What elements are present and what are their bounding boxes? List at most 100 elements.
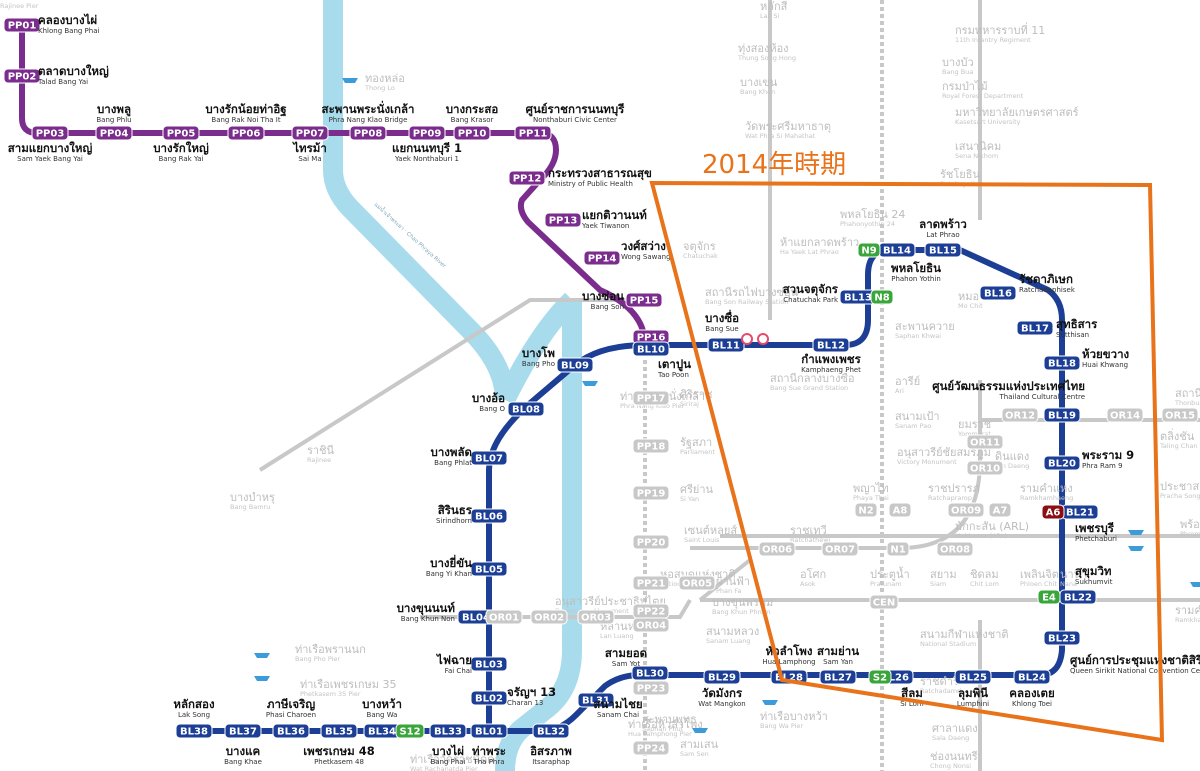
station-badge-bl30[interactable]: BL30: [631, 665, 669, 681]
station-name-en: Lumphini: [957, 700, 989, 708]
station-code: S2: [873, 673, 887, 684]
station-badge-or10[interactable]: OR10: [966, 460, 1004, 476]
station-name-th: ลุมพินี: [958, 686, 988, 701]
station-badge-or01[interactable]: OR01: [485, 609, 523, 625]
station-badge-s12[interactable]: S12: [395, 723, 425, 739]
station-badge-pp03[interactable]: PP03: [31, 125, 69, 141]
station-badge-bl31[interactable]: BL31: [577, 692, 615, 708]
station-badge-bl15[interactable]: BL15: [924, 242, 962, 258]
station-code: BL27: [824, 673, 852, 684]
station-badge-bl08[interactable]: BL08: [507, 401, 545, 417]
faded-label-en: Siam: [930, 580, 946, 588]
station-badge-bl20[interactable]: BL20: [1043, 455, 1081, 471]
station-badge-pp09[interactable]: PP09: [408, 125, 446, 141]
station-badge-pp04[interactable]: PP04: [95, 125, 133, 141]
station-badge-pp22[interactable]: PP22: [632, 603, 670, 619]
station-name-en: Thailand Cultural Centre: [999, 393, 1085, 401]
station-badge-bl36[interactable]: BL36: [272, 723, 310, 739]
station-badge-bl23[interactable]: BL23: [1043, 630, 1081, 646]
station-badge-or14[interactable]: OR14: [1106, 407, 1144, 423]
station-badge-pp23[interactable]: PP23: [632, 680, 670, 696]
station-badge-bl01[interactable]: BL01: [470, 723, 508, 739]
station-badge-bl38[interactable]: BL38: [175, 723, 213, 739]
station-code: PP03: [36, 129, 65, 140]
station-badge-n1[interactable]: N1: [886, 541, 910, 557]
station-name-th: สะพานพระนั่งเกล้า: [322, 100, 415, 116]
station-badge-a8[interactable]: A8: [888, 502, 912, 518]
station-badge-pp15[interactable]: PP15: [625, 292, 663, 308]
station-badge-a7[interactable]: A7: [988, 502, 1012, 518]
station-code: OR15: [1165, 411, 1195, 422]
station-badge-bl17[interactable]: BL17: [1016, 320, 1054, 336]
station-badge-bl35[interactable]: BL35: [320, 723, 358, 739]
station-badge-pp14[interactable]: PP14: [583, 250, 621, 266]
station-badge-bl10[interactable]: BL10: [632, 341, 670, 357]
station-badge-or06[interactable]: OR06: [758, 541, 796, 557]
station-badge-or09[interactable]: OR09: [947, 502, 985, 518]
station-badge-pp24[interactable]: PP24: [632, 740, 670, 756]
station-badge-bl33[interactable]: BL33: [429, 723, 467, 739]
station-badge-bl09[interactable]: BL09: [556, 357, 594, 373]
station-code: BL35: [325, 727, 353, 738]
station-badge-bl32[interactable]: BL32: [532, 723, 570, 739]
station-badge-or05[interactable]: OR05: [678, 575, 716, 591]
station-badge-bl37[interactable]: BL37: [224, 723, 262, 739]
station-badge-pp11[interactable]: PP11: [514, 125, 552, 141]
station-badge-bl06[interactable]: BL06: [470, 508, 508, 524]
station-badge-pp08[interactable]: PP08: [349, 125, 387, 141]
station-badge-pp07[interactable]: PP07: [291, 125, 329, 141]
station-badge-pp02[interactable]: PP02: [3, 68, 41, 84]
station-badge-pp17[interactable]: PP17: [632, 390, 670, 406]
station-badge-bl05[interactable]: BL05: [470, 561, 508, 577]
station-badge-pp10[interactable]: PP10: [453, 125, 491, 141]
station-badge-or04[interactable]: OR04: [632, 617, 670, 633]
station-badge-pp20[interactable]: PP20: [632, 534, 670, 550]
station-name-en: Wat Mangkon: [698, 700, 745, 708]
station-badge-or11[interactable]: OR11: [966, 434, 1004, 450]
station-badge-or15[interactable]: OR15: [1161, 407, 1199, 423]
station-badge-bl19[interactable]: BL19: [1043, 407, 1081, 423]
station-badge-pp06[interactable]: PP06: [227, 125, 265, 141]
station-badge-pp01[interactable]: PP01: [3, 17, 41, 33]
station-badge-s2[interactable]: S2: [868, 669, 892, 685]
station-badge-a6[interactable]: A6: [1041, 504, 1065, 520]
station-badge-pp05[interactable]: PP05: [162, 125, 200, 141]
station-badge-bl02[interactable]: BL02: [470, 690, 508, 706]
faded-label-en: Phan Fa: [716, 587, 741, 595]
station-badge-bl07[interactable]: BL07: [470, 450, 508, 466]
station-code: N2: [858, 506, 873, 517]
station-badge-n8[interactable]: N8: [870, 289, 894, 305]
station-badge-or03[interactable]: OR03: [577, 609, 615, 625]
station-badge-pp19[interactable]: PP19: [632, 485, 670, 501]
station-badge-pp21[interactable]: PP21: [632, 575, 670, 591]
station-badge-bl12[interactable]: BL12: [812, 337, 850, 353]
station-name-en: Sai Ma: [298, 155, 321, 163]
station-badge-bl25[interactable]: BL25: [954, 669, 992, 685]
station-badge-e4[interactable]: E4: [1037, 589, 1061, 605]
station-badge-n9[interactable]: N9: [857, 242, 881, 258]
station-badge-or02[interactable]: OR02: [530, 609, 568, 625]
station-badge-bl21[interactable]: BL21: [1061, 504, 1099, 520]
station-badge-bl11[interactable]: BL11: [707, 337, 745, 353]
station-badge-pp18[interactable]: PP18: [632, 438, 670, 454]
station-badge-bl27[interactable]: BL27: [819, 669, 857, 685]
station-code: BL10: [637, 345, 665, 356]
station-badge-bl24[interactable]: BL24: [1013, 669, 1051, 685]
station-name-en: Talad Bang Yai: [37, 78, 88, 86]
station-badge-or12[interactable]: OR12: [1001, 407, 1039, 423]
station-badge-or07[interactable]: OR07: [821, 541, 859, 557]
station-badge-bl18[interactable]: BL18: [1043, 355, 1081, 371]
station-code: BL36: [277, 727, 305, 738]
station-badge-bl16[interactable]: BL16: [979, 285, 1017, 301]
station-badge-bl22[interactable]: BL22: [1059, 589, 1097, 605]
station-badge-n2[interactable]: N2: [854, 502, 878, 518]
station-badge-pp12[interactable]: PP12: [508, 170, 546, 186]
station-badge-bl03[interactable]: BL03: [470, 656, 508, 672]
station-badge-bl29[interactable]: BL29: [703, 669, 741, 685]
station-badge-bl34[interactable]: BL34: [363, 723, 401, 739]
station-badge-bl14[interactable]: BL14: [878, 242, 916, 258]
station-badge-cen[interactable]: CEN: [869, 594, 899, 610]
station-code: PP21: [637, 579, 666, 590]
station-badge-pp13[interactable]: PP13: [544, 212, 582, 228]
station-badge-or08[interactable]: OR08: [936, 541, 974, 557]
